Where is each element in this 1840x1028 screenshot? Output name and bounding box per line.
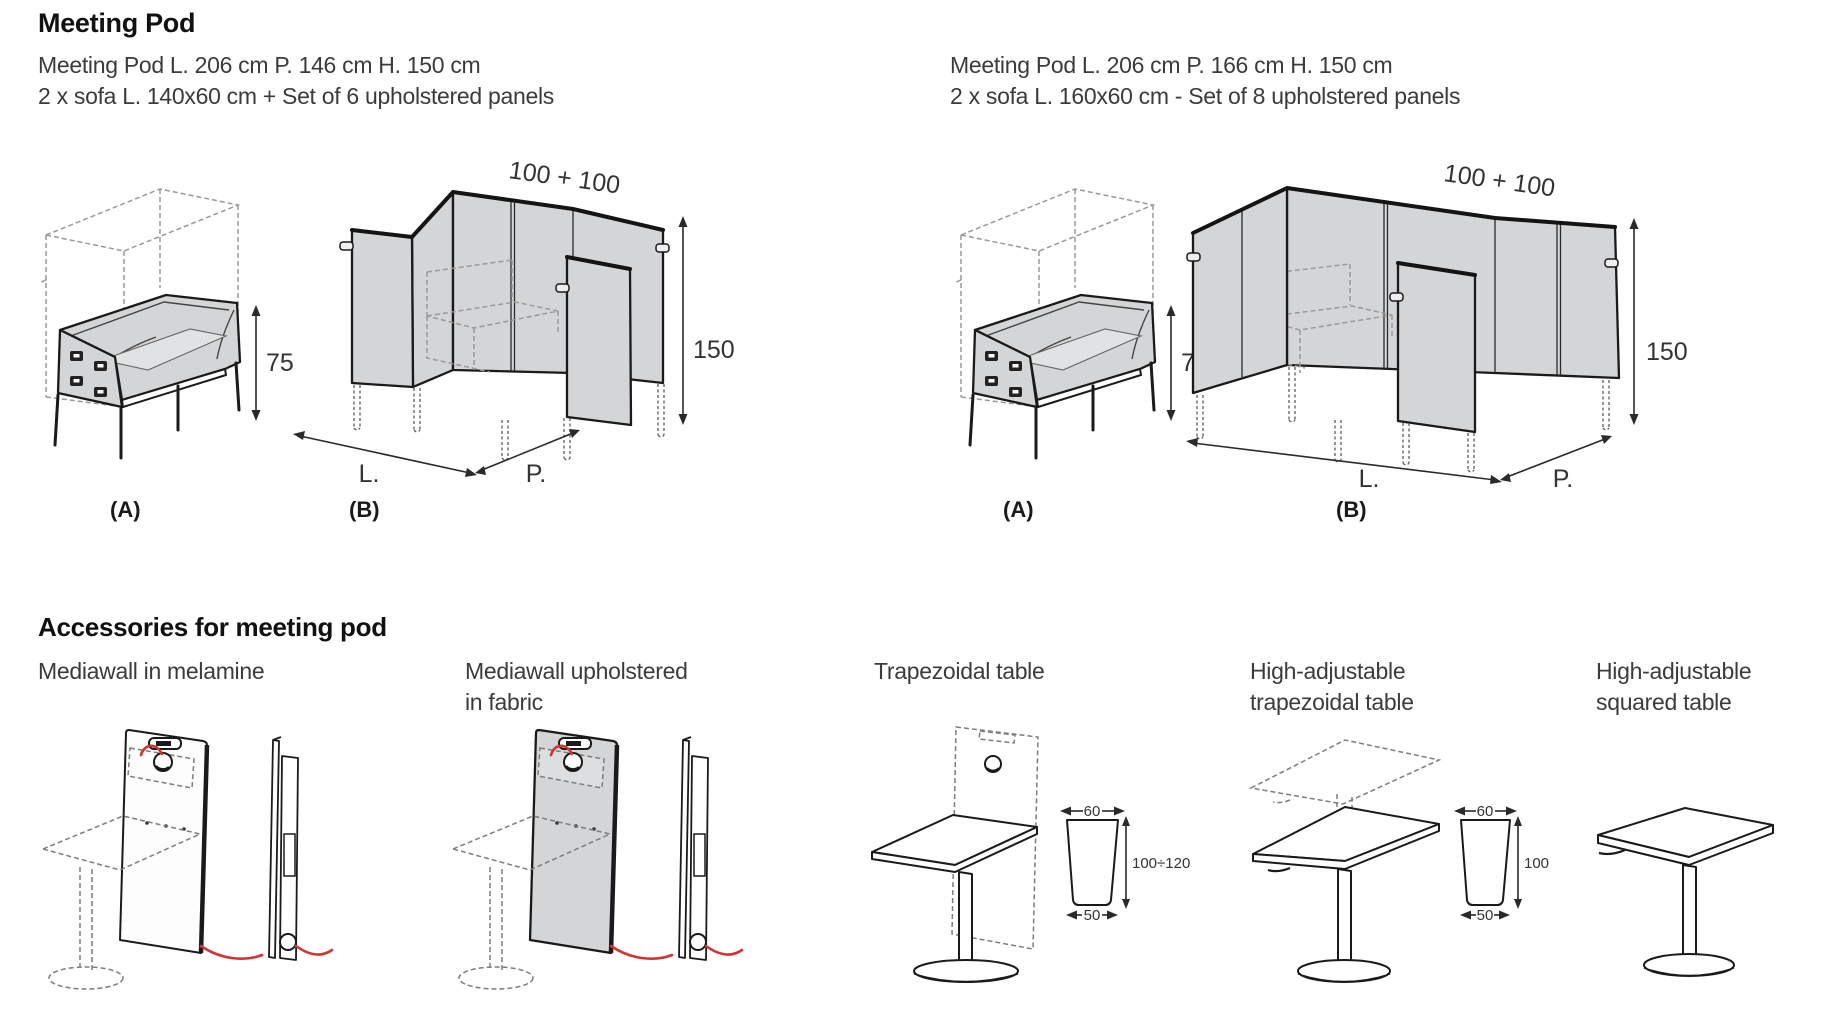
dashed-table [40, 815, 203, 990]
tabletop-dimension-diagram: 60 100÷120 50 [1060, 803, 1190, 924]
cable-grommet [563, 752, 583, 772]
cable-grommet [984, 755, 1002, 773]
pod-panels [339, 190, 670, 461]
table-illustration [1597, 807, 1774, 977]
tv-mount-slot [156, 741, 171, 746]
pod-top-rim [1191, 186, 1617, 277]
dim-bottom-width: 50 [1477, 907, 1494, 924]
dim-length-label: L. [359, 460, 380, 488]
product-2-pod-diagram: 100 + 100 150 L. P. [1186, 159, 1688, 493]
height-lever [1598, 848, 1626, 856]
dim-top-width: 60 [1084, 803, 1101, 820]
mediawall-fabric-diagram [450, 728, 744, 990]
dim-length-label: L. [1359, 465, 1380, 493]
accessory-label-mediawall-melamine: Mediawall in melamine [38, 658, 265, 684]
accessory-label-mediawall-fabric: Mediawall upholstered in fabric [465, 658, 688, 715]
mediawall-side-view [268, 736, 334, 961]
product-1-pod-diagram: 100 + 100 150 L. P. [293, 156, 735, 488]
page-title: Meeting Pod [38, 8, 196, 38]
power-cable-top [549, 744, 574, 757]
hadj-trapezoidal-table-diagram: 60 100 50 [1248, 739, 1549, 983]
tv-mount-slot [566, 741, 581, 746]
mediawall-panel [528, 728, 674, 960]
product-1-desc-line2: 2 x sofa L. 140x60 cm + Set of 6 upholst… [38, 83, 554, 109]
power-cable-bottom [609, 944, 674, 960]
pod-legs [353, 384, 665, 461]
sofa-illustration [53, 293, 242, 460]
table-illustration [871, 814, 1038, 983]
product-2-pod-key: (B) [1336, 497, 1367, 522]
product-1-sofa-key: (A) [110, 497, 141, 522]
pod-legs [1196, 367, 1610, 473]
product-2-sofa-key: (A) [1003, 497, 1034, 522]
tabletop-dimension-diagram: 60 100 50 [1454, 803, 1549, 924]
mediawall-panel [119, 729, 264, 960]
dim-height: 100 [1524, 855, 1549, 872]
power-cable-top [139, 744, 164, 757]
product-1-desc-line1: Meeting Pod L. 206 cm P. 146 cm H. 150 c… [38, 52, 481, 78]
accessory-label-hadj-squared-table: High-adjustable squared table [1596, 658, 1752, 715]
product-2-description: Meeting Pod L. 206 cm P. 166 cm H. 150 c… [950, 50, 1460, 112]
dashed-table [450, 815, 613, 990]
dashed-sofa-inside [426, 259, 559, 373]
height-lever [1267, 866, 1291, 873]
pod-top-rim [350, 190, 665, 271]
product-2-sofa-diagram: 75 [953, 188, 1209, 460]
sofa-clips [985, 351, 1022, 397]
trapezoidal-table-diagram: 60 100÷120 50 [871, 726, 1190, 983]
pod-panels [1186, 186, 1621, 473]
dim-pod-height-label: 150 [693, 336, 735, 364]
sofa-clips [70, 351, 107, 397]
dim-panel-widths-label: 100 + 100 [507, 156, 622, 199]
cable-grommet [153, 752, 173, 772]
dim-depth-label: P. [1553, 465, 1573, 493]
dim-height: 100÷120 [1132, 855, 1190, 872]
sofa-height-dimension: 75 [251, 305, 294, 421]
table-illustration [1252, 806, 1440, 983]
dim-bottom-width: 50 [1084, 907, 1101, 924]
dim-sofa-height-label: 75 [266, 349, 294, 377]
dashed-mediawall [951, 726, 1039, 950]
accessories-title: Accessories for meeting pod [38, 612, 387, 642]
dim-pod-height-label: 150 [1646, 338, 1688, 366]
accessory-label-trapezoidal-table: Trapezoidal table [874, 658, 1045, 684]
mediawall-side-view [678, 736, 744, 961]
dim-depth-label: P. [526, 460, 546, 488]
product-2-desc-line1: Meeting Pod L. 206 cm P. 166 cm H. 150 c… [950, 52, 1393, 78]
mediawall-melamine-diagram [40, 729, 334, 990]
product-1-pod-key: (B) [349, 497, 380, 522]
dim-top-width: 60 [1477, 803, 1494, 820]
product-2-desc-line2: 2 x sofa L. 160x60 cm - Set of 8 upholst… [950, 83, 1461, 109]
dim-panel-widths-label: 100 + 100 [1442, 159, 1557, 202]
accessory-label-hadj-trapezoidal-table: High-adjustable trapezoidal table [1250, 658, 1414, 715]
hadj-squared-table-diagram [1597, 807, 1774, 977]
power-cable-bottom [199, 944, 264, 960]
sofa-illustration [968, 293, 1157, 460]
product-1-sofa-diagram: 75 [38, 188, 294, 460]
product-1-description: Meeting Pod L. 206 cm P. 146 cm H. 150 c… [38, 50, 554, 112]
